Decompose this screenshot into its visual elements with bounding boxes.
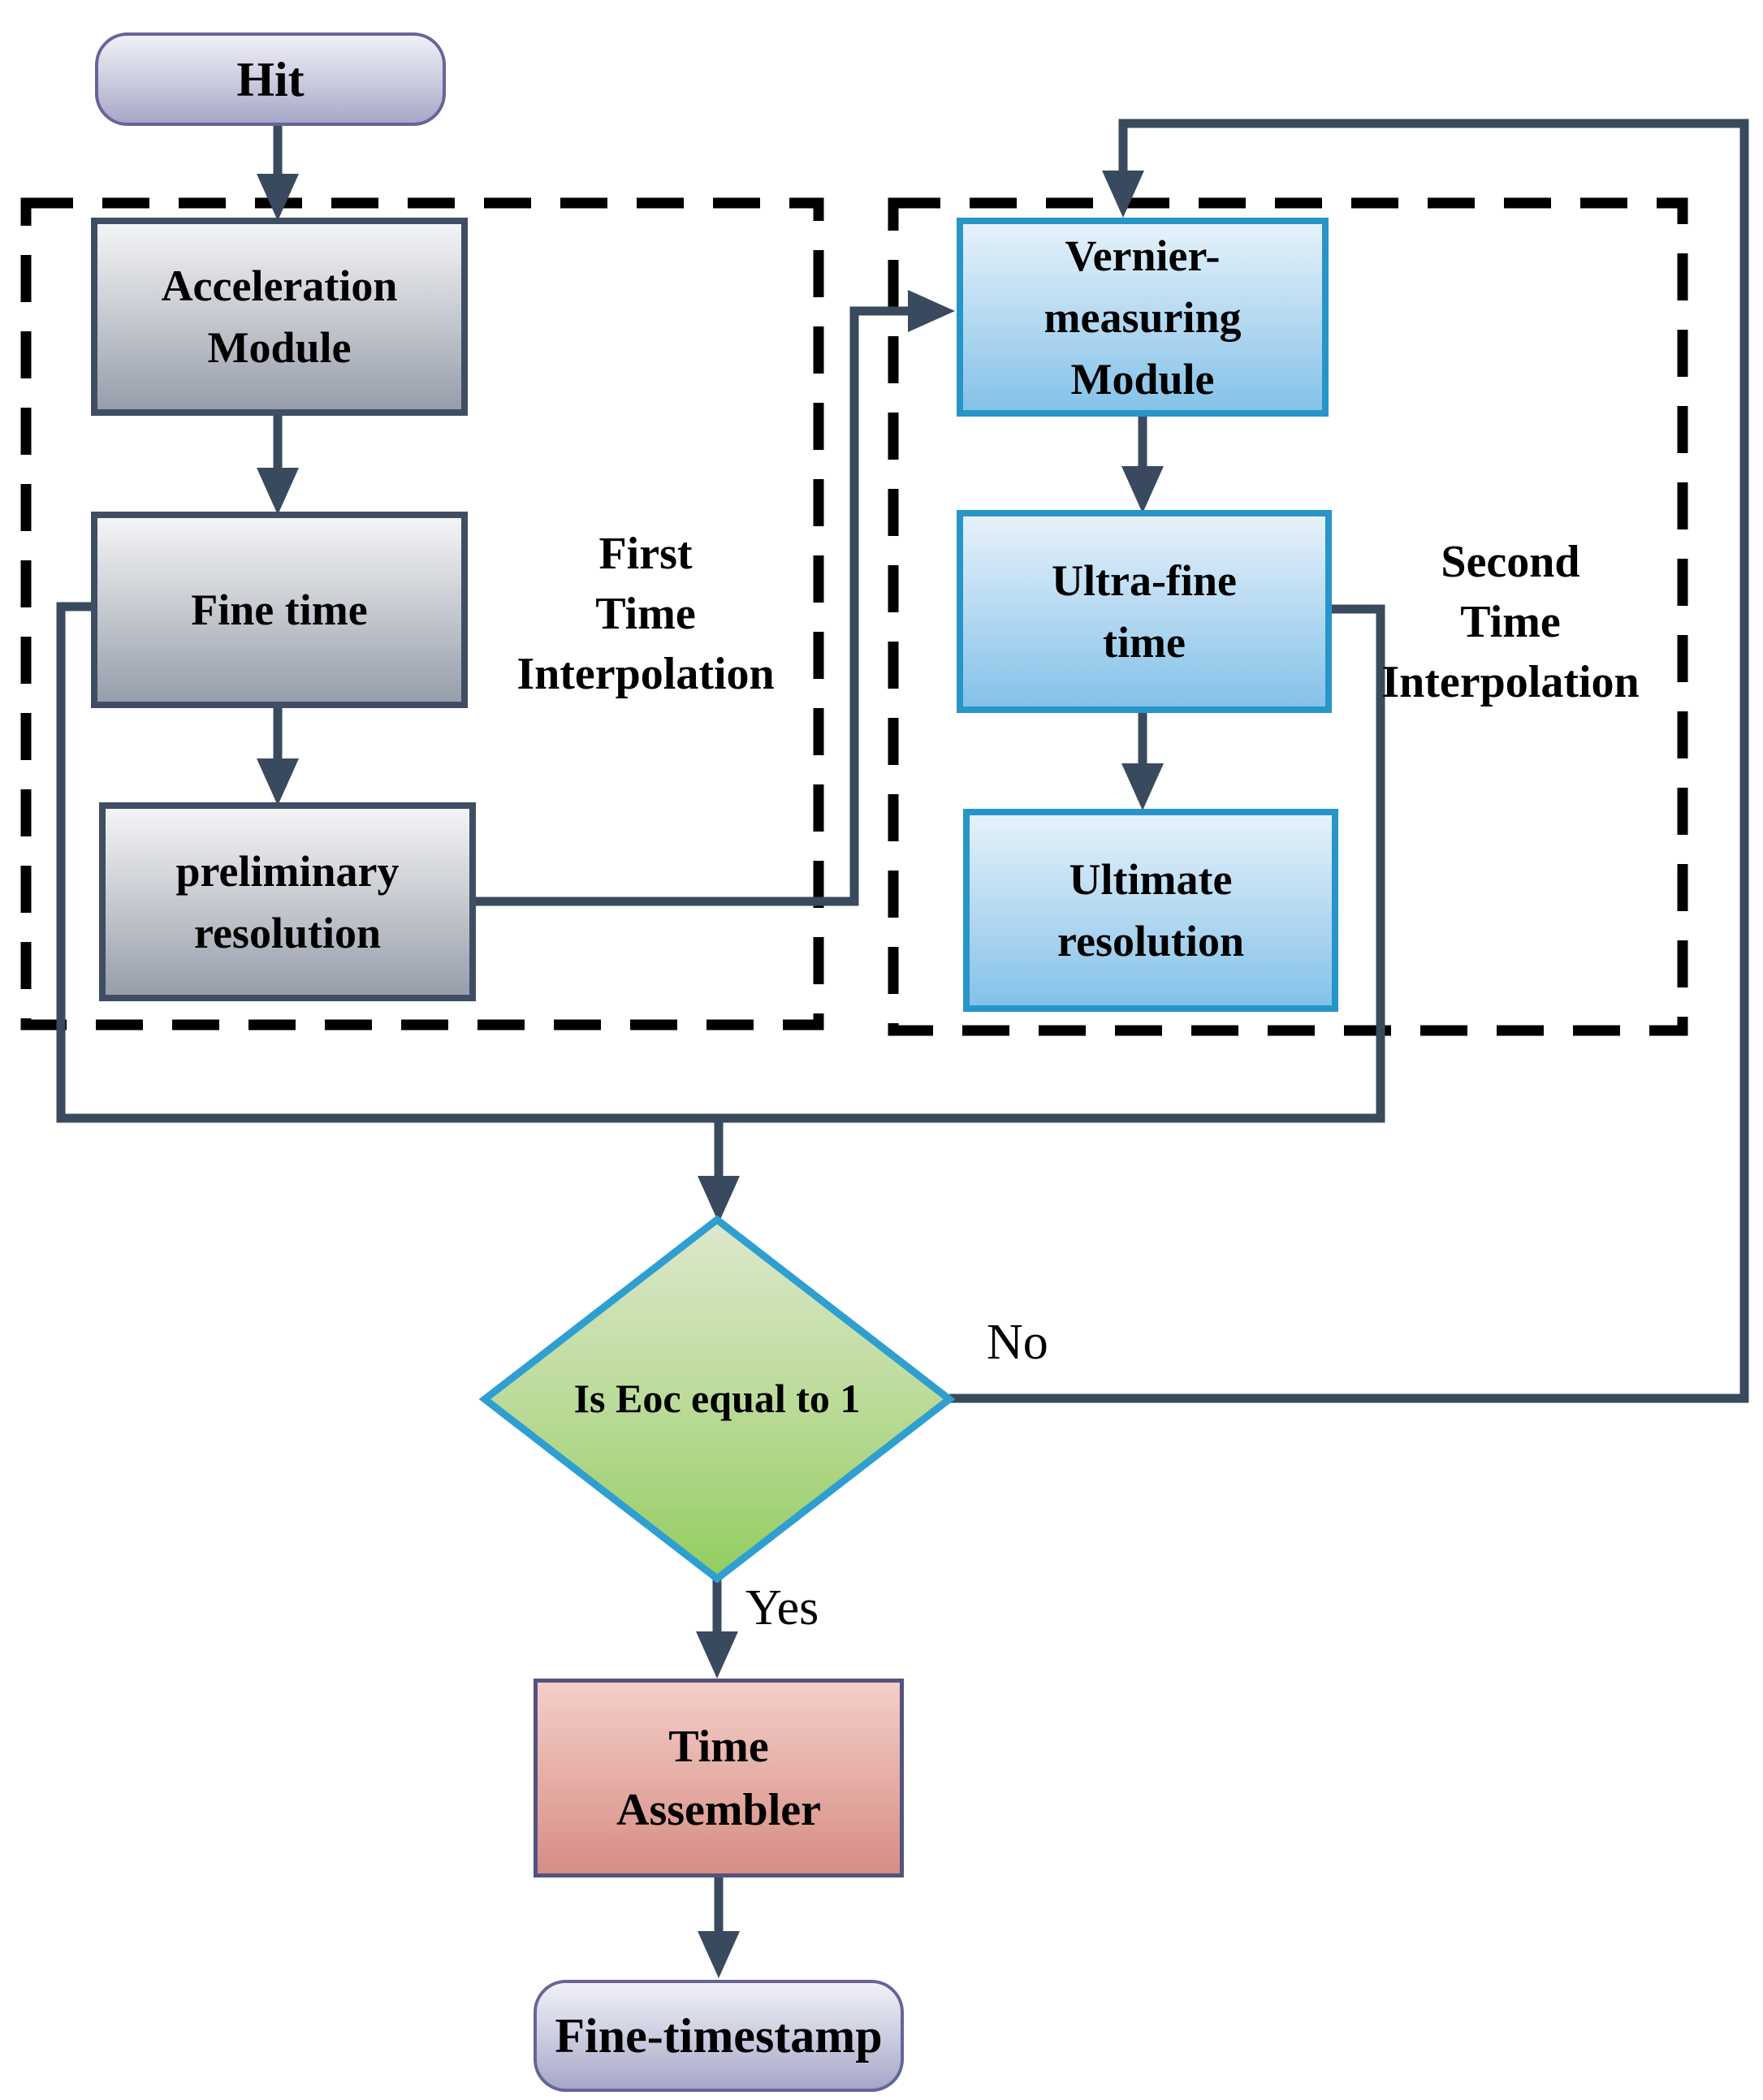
arrowhead-acceleration-to-fine-time <box>257 468 299 515</box>
node-vernier-measuring-module-label: Vernier- measuring Module <box>1044 231 1242 404</box>
node-acceleration-module-label: Acceleration Module <box>161 261 398 372</box>
arrowhead-preliminary-to-vernier <box>908 290 955 332</box>
decision-label: Is Eoc equal to 1 <box>573 1376 861 1421</box>
node-preliminary-resolution-label: preliminary resolution <box>175 846 400 957</box>
edge-no-feedback-loop <box>949 119 1749 1403</box>
second-time-interpolation-label: Second Time Interpolation <box>1381 537 1640 707</box>
arrowhead-yes-to-assembler <box>696 1631 738 1679</box>
arrowhead-ultra-fine-to-ultimate <box>1121 763 1164 810</box>
arrowhead-assembler-to-timestamp <box>698 1931 740 1978</box>
decision-diamond <box>478 1215 956 1584</box>
arrowhead-fine-time-to-preliminary <box>257 758 299 806</box>
node-preliminary-resolution: preliminary resolution <box>99 802 476 1001</box>
arrowhead-merge-to-decision <box>698 1176 740 1223</box>
node-time-assembler: Time Assembler <box>534 1679 904 1877</box>
node-ultra-fine-time-label: Ultra-fine time <box>1052 556 1237 667</box>
node-hit: Hit <box>95 32 446 126</box>
node-hit-label: Hit <box>236 52 305 106</box>
first-time-interpolation-label: First Time Interpolation <box>516 529 775 699</box>
second-interpolation-zone-border <box>888 197 1688 1036</box>
node-fine-timestamp-label: Fine-timestamp <box>555 2009 883 2063</box>
first-interpolation-zone-border <box>20 197 824 1031</box>
node-fine-time-label: Fine time <box>191 585 368 634</box>
edge-preliminary-to-vernier <box>476 306 908 906</box>
arrowhead-no-to-vernier <box>1102 171 1144 218</box>
node-acceleration-module: Acceleration Module <box>91 218 468 416</box>
arrowhead-vernier-to-ultra-fine <box>1121 466 1164 513</box>
node-fine-timestamp: Fine-timestamp <box>534 1980 904 2092</box>
no-edge-label: No <box>987 1315 1048 1370</box>
node-vernier-measuring-module: Vernier- measuring Module <box>957 218 1329 417</box>
node-ultimate-resolution-label: Ultimate resolution <box>1057 855 1245 966</box>
yes-edge-label: Yes <box>745 1580 819 1635</box>
arrowhead-hit-to-acceleration <box>257 174 299 221</box>
node-ultimate-resolution: Ultimate resolution <box>963 809 1338 1012</box>
node-fine-time: Fine time <box>91 512 468 708</box>
node-ultra-fine-time: Ultra-fine time <box>957 510 1332 713</box>
node-time-assembler-label: Time Assembler <box>616 1721 821 1835</box>
